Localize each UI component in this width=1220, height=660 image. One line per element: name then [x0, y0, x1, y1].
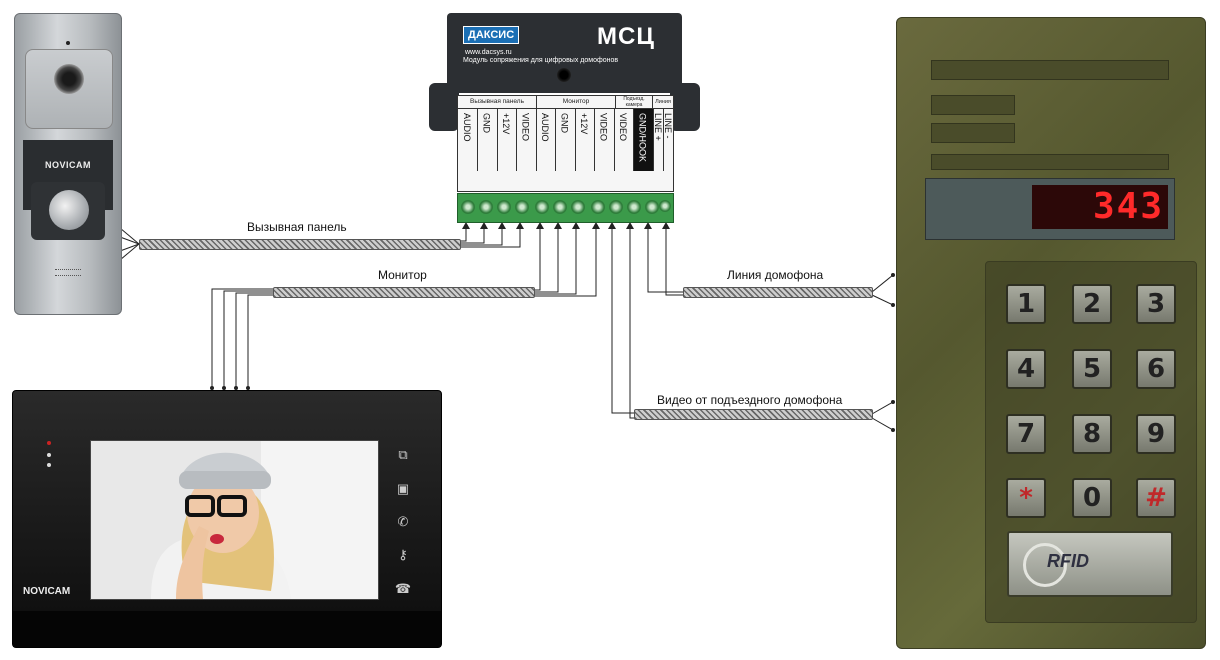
terminal-screw[interactable] [609, 200, 623, 214]
key-hash[interactable]: # [1136, 478, 1176, 518]
apartment-display: 343 [925, 178, 1175, 240]
power-led-icon [47, 441, 51, 445]
terminal-block [457, 193, 674, 223]
terminal-screw[interactable] [515, 200, 529, 214]
pin-gnd-hook: GND/HOOK [633, 109, 654, 171]
video-monitor: ⧉ ▣ ✆ ⚷ ☎ NOVICAM [12, 390, 442, 648]
terminal-screw[interactable] [645, 200, 659, 214]
key-5[interactable]: 5 [1072, 349, 1112, 389]
key-star[interactable]: * [1006, 478, 1046, 518]
key-6[interactable]: 6 [1136, 349, 1176, 389]
pin-line-plus: LINE + [653, 109, 664, 171]
phone-icon[interactable]: ✆ [397, 514, 409, 529]
key-1[interactable]: 1 [1006, 284, 1046, 324]
camera-lens-icon [54, 64, 84, 94]
pin-gnd-2: GND [556, 109, 576, 171]
intercom-line-cable-label: Линия домофона [727, 268, 824, 282]
call-panel-logo: NOVICAM [45, 160, 91, 170]
monitor-switch-icon[interactable]: ⧉ [398, 447, 408, 462]
speaker-slot [931, 95, 1015, 115]
intercom-line-cable [683, 287, 873, 298]
terminal-screw[interactable] [535, 200, 549, 214]
terminal-screw[interactable] [553, 200, 567, 214]
rfid-label: RFID [1047, 551, 1089, 571]
speaker-slot [931, 154, 1169, 170]
group-line: Линия [653, 96, 673, 109]
terminal-screw[interactable] [461, 200, 475, 214]
terminal-screw[interactable] [571, 200, 585, 214]
module-cover: ДАКСИС МСЦ www.dacsys.ru Модуль сопряжен… [447, 13, 682, 93]
key-icon[interactable]: ⚷ [398, 547, 408, 562]
camera-housing [25, 49, 113, 129]
monitor-cable [273, 287, 535, 298]
call-panel-cable [139, 239, 461, 250]
speaker-slot [931, 123, 1015, 143]
call-panel-cable-label: Вызывная панель [247, 220, 347, 234]
module-url: www.dacsys.ru [465, 49, 512, 56]
key-7[interactable]: 7 [1006, 414, 1046, 454]
group-entrance-camera: Подъезд. камера [616, 96, 653, 109]
monitor-cable-label: Монитор [378, 268, 427, 282]
monitor-screen [90, 440, 379, 600]
display-digits: 343 [1032, 185, 1168, 229]
interface-module: ДАКСИС МСЦ www.dacsys.ru Модуль сопряжен… [429, 13, 700, 223]
speaker-slot [931, 60, 1169, 80]
status-led-icon [557, 68, 571, 82]
key-9[interactable]: 9 [1136, 414, 1176, 454]
pin-audio-2: AUDIO [536, 109, 556, 171]
monitor-logo: NOVICAM [23, 586, 71, 597]
entrance-video-cable-label: Видео от подъездного домофона [657, 393, 843, 407]
terminal-screw[interactable] [479, 200, 493, 214]
terminal-screw[interactable] [627, 200, 641, 214]
pin-12v-2: +12V [575, 109, 595, 171]
group-call-panel: Вызывная панель [458, 96, 537, 109]
key-4[interactable]: 4 [1006, 349, 1046, 389]
microphone-icon [66, 41, 70, 45]
group-monitor: Монитор [537, 96, 616, 109]
module-subtitle: Модуль сопряжения для цифровых домофонов [463, 57, 619, 64]
module-title: МСЦ [597, 23, 655, 50]
call-panel: NOVICAM [14, 13, 122, 315]
terminal-screw[interactable] [497, 200, 511, 214]
rfid-reader[interactable]: RFID [1007, 531, 1173, 597]
key-3[interactable]: 3 [1136, 284, 1176, 324]
pin-video-1: VIDEO [517, 109, 537, 171]
brand-logo: ДАКСИС [463, 26, 520, 44]
entrance-intercom-panel: 343 1 2 3 4 5 6 7 8 9 * 0 # RFID [896, 17, 1206, 649]
key-2[interactable]: 2 [1072, 284, 1112, 324]
pin-12v-1: +12V [497, 109, 517, 171]
hangup-icon[interactable]: ☎ [394, 581, 412, 596]
terminal-screw[interactable] [591, 200, 605, 214]
pin-gnd-1: GND [478, 109, 498, 171]
pin-video-3: VIDEO [614, 109, 634, 171]
speaker-grill [55, 269, 81, 276]
call-button-housing [31, 182, 105, 240]
contact-icon[interactable]: ▣ [396, 481, 410, 496]
monitor-bottom-bezel [13, 611, 441, 647]
indicator-led-icon [47, 463, 51, 467]
pin-video-2: VIDEO [595, 109, 615, 171]
entrance-video-cable [634, 409, 873, 420]
call-button[interactable] [49, 190, 89, 230]
terminal-screw[interactable] [659, 200, 671, 212]
rfid-icon [1023, 543, 1067, 587]
key-8[interactable]: 8 [1072, 414, 1112, 454]
pin-audio-1: AUDIO [458, 109, 478, 171]
key-0[interactable]: 0 [1072, 478, 1112, 518]
pin-line-minus: LINE - [663, 113, 673, 139]
pin-label-panel: Вызывная панель Монитор Подъезд. камера … [457, 95, 674, 192]
indicator-led-icon [47, 453, 51, 457]
visitor-image [91, 441, 378, 599]
